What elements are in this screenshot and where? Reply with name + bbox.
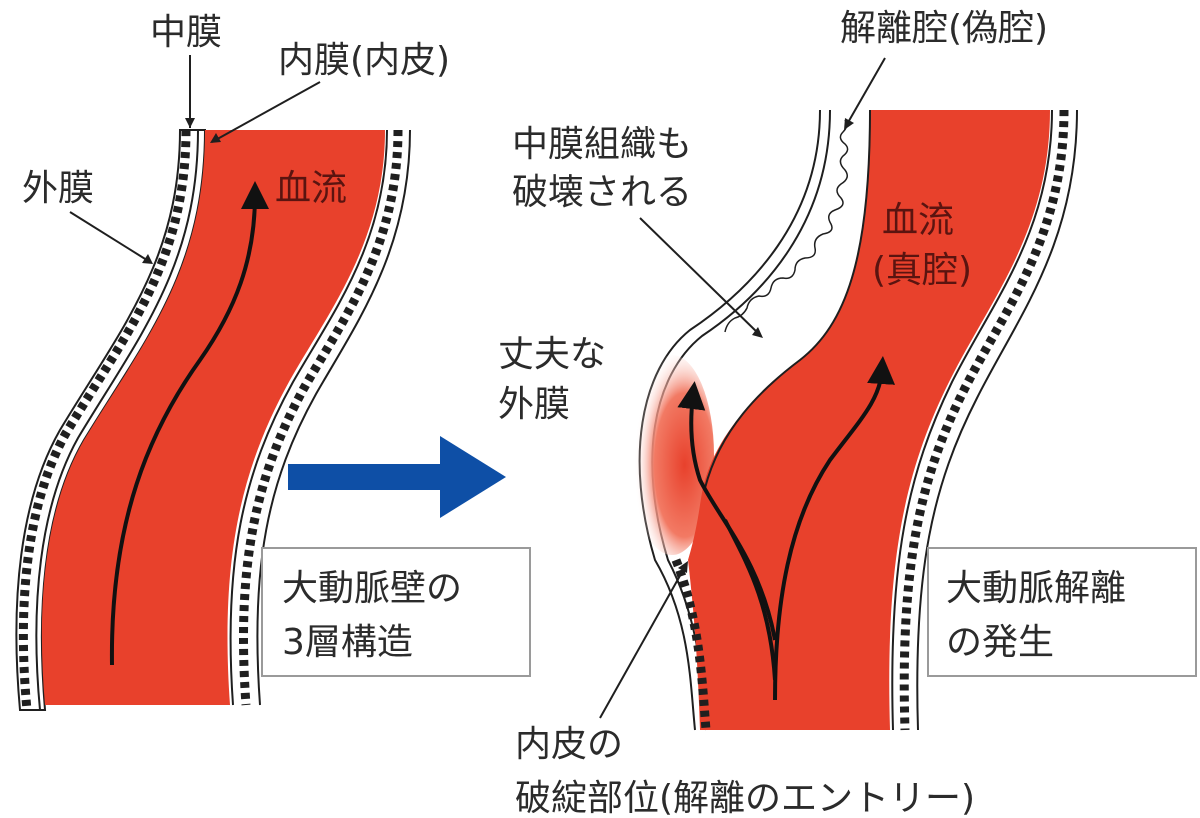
destroyed-media [724, 119, 849, 333]
false-lumen [659, 110, 860, 490]
label-media-destroyed-line2: 破壊される [512, 172, 692, 213]
label-entry-line1: 内皮の [515, 724, 623, 765]
right-leader-lines [599, 57, 886, 719]
label-media: 中膜 [150, 12, 222, 53]
true-lumen [688, 110, 1050, 730]
dissected-aorta [630, 109, 1078, 731]
dissected-right-wall-inner [891, 109, 1053, 731]
caption-three-layer-line1: 大動脈壁の [282, 568, 462, 609]
label-true-lumen-line1: 血流 [882, 200, 954, 241]
caption-dissection-line2: の発生 [946, 622, 1054, 663]
blood-lumen [41, 130, 385, 705]
label-strong-adventitia-line2: 外膜 [498, 384, 570, 425]
caption-dissection-line1: 大動脈解離 [946, 568, 1126, 609]
label-adventitia: 外膜 [22, 168, 94, 209]
label-intima: 内膜(内皮) [278, 40, 450, 81]
normal-aorta [15, 129, 411, 711]
left-wall-inner [35, 129, 199, 711]
label-blood-flow: 血流 [275, 168, 347, 209]
right-wall-outer [256, 129, 411, 706]
caption-three-layer-line2: 3層構造 [282, 622, 413, 663]
intimal-flap [704, 109, 871, 489]
left-leader-lines [69, 55, 321, 264]
left-wall-media [18, 129, 191, 711]
dissected-left-lower-wall [671, 558, 711, 731]
label-true-lumen-line2: (真腔) [872, 250, 972, 291]
dissected-right-wall-outer [916, 109, 1078, 731]
flow-arrow-entry [677, 381, 777, 641]
label-strong-adventitia-line1: 丈夫な [498, 334, 606, 375]
flow-arrow-true-lumen [773, 356, 896, 701]
dissected-right-wall-media [899, 109, 1069, 731]
right-wall-media [238, 129, 403, 706]
caption-three-layer: 大動脈壁の 3層構造 [261, 547, 531, 677]
caption-dissection: 大動脈解離 の発生 [927, 547, 1197, 677]
right-arrow-icon [288, 436, 506, 518]
label-entry-line2: 破綻部位(解離のエントリー) [515, 778, 975, 818]
flow-arrow-center [723, 519, 777, 681]
right-wall-inner [229, 129, 388, 706]
label-media-destroyed-line1: 中膜組織も [512, 124, 692, 165]
label-false-lumen: 解離腔(偽腔) [840, 8, 1048, 49]
blood-flow-arrow [109, 181, 269, 666]
left-wall-outer [15, 129, 207, 711]
